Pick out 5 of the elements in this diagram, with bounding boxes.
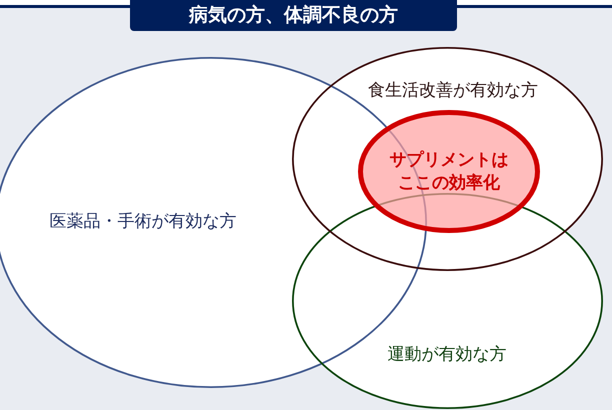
ellipse-label: 食生活改善が有効な方 xyxy=(368,80,538,102)
title-banner: 病気の方、体調不良の方 xyxy=(130,0,457,31)
ellipse-label: 運動が有効な方 xyxy=(388,344,506,366)
ellipse-label: 医薬品・手術が有効な方 xyxy=(50,210,236,234)
highlight-label: サプリメントはここの効率化 xyxy=(388,149,510,195)
